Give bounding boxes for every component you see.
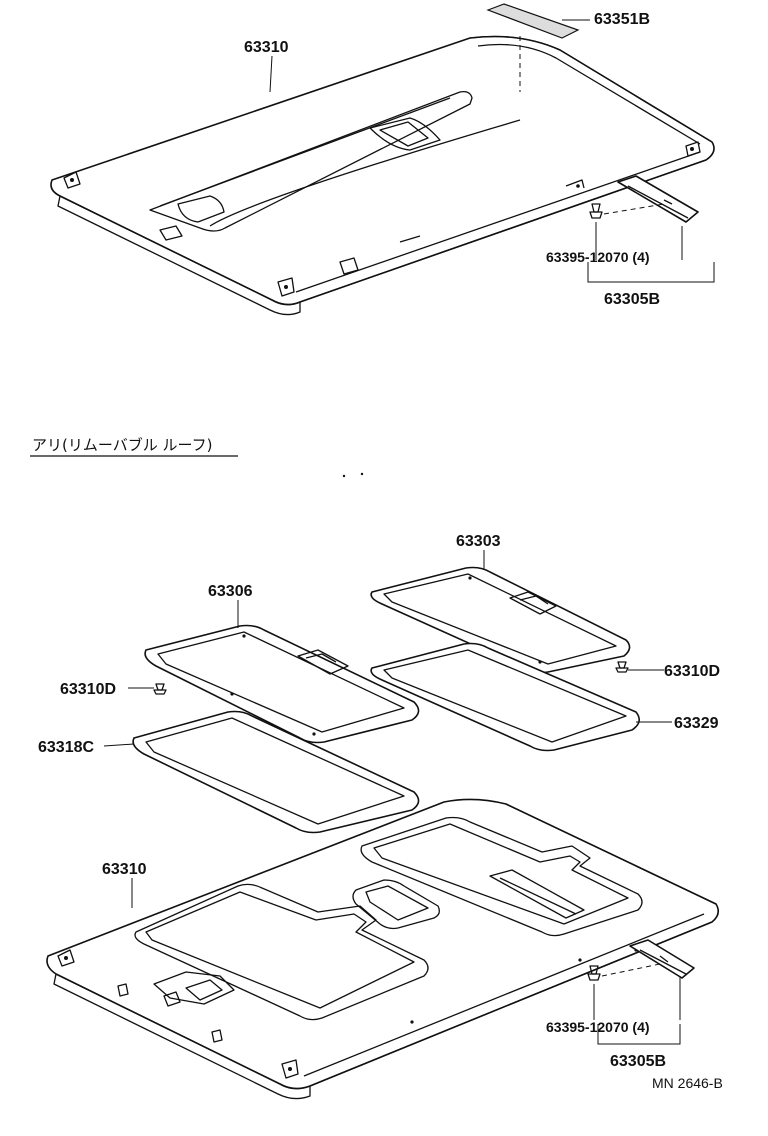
label-frame-front: 63306	[208, 583, 253, 600]
top-screw	[589, 203, 665, 219]
leader-bottom-screw	[593, 976, 681, 1020]
top-pad	[486, 3, 580, 92]
bottom-headliner	[46, 798, 720, 1100]
bottom-screw	[587, 963, 661, 981]
leader-top-screw	[595, 222, 683, 260]
section-title: アリ(リムーバブル ルーフ)	[32, 436, 212, 454]
top-headliner	[50, 35, 715, 316]
label-clip-left: 63310D	[60, 681, 116, 698]
frame-rear	[370, 566, 631, 674]
frame-front	[144, 624, 420, 744]
clip-left	[153, 683, 167, 695]
label-bottom-headliner: 63310	[102, 861, 147, 878]
weatherstrip-rear	[370, 642, 640, 752]
label-weatherstrip-rear: 63329	[674, 715, 719, 732]
clip-right	[615, 661, 629, 673]
leader-bottom-rail	[597, 1024, 681, 1045]
weatherstrip-front	[132, 710, 420, 834]
label-top-headliner: 63310	[244, 39, 289, 56]
leader-weatherstrip-front	[103, 743, 135, 747]
bottom-rail	[629, 939, 695, 979]
leader-top-rail	[587, 262, 715, 283]
label-top-pad: 63351B	[594, 11, 650, 28]
speck-mark	[360, 472, 364, 476]
drawing-number: MN 2646-B	[652, 1075, 723, 1091]
label-clip-right: 63310D	[664, 663, 720, 680]
label-frame-rear: 63303	[456, 533, 501, 550]
label-bottom-rail: 63305B	[610, 1053, 666, 1070]
top-rail	[617, 175, 699, 223]
label-weatherstrip-front: 63318C	[38, 739, 94, 756]
speck-mark	[342, 474, 346, 478]
label-bottom-screw: 63395-12070 (4)	[546, 1019, 650, 1035]
leader-top-headliner	[269, 55, 273, 93]
label-top-screw: 63395-12070 (4)	[546, 249, 650, 265]
label-top-rail: 63305B	[604, 291, 660, 308]
